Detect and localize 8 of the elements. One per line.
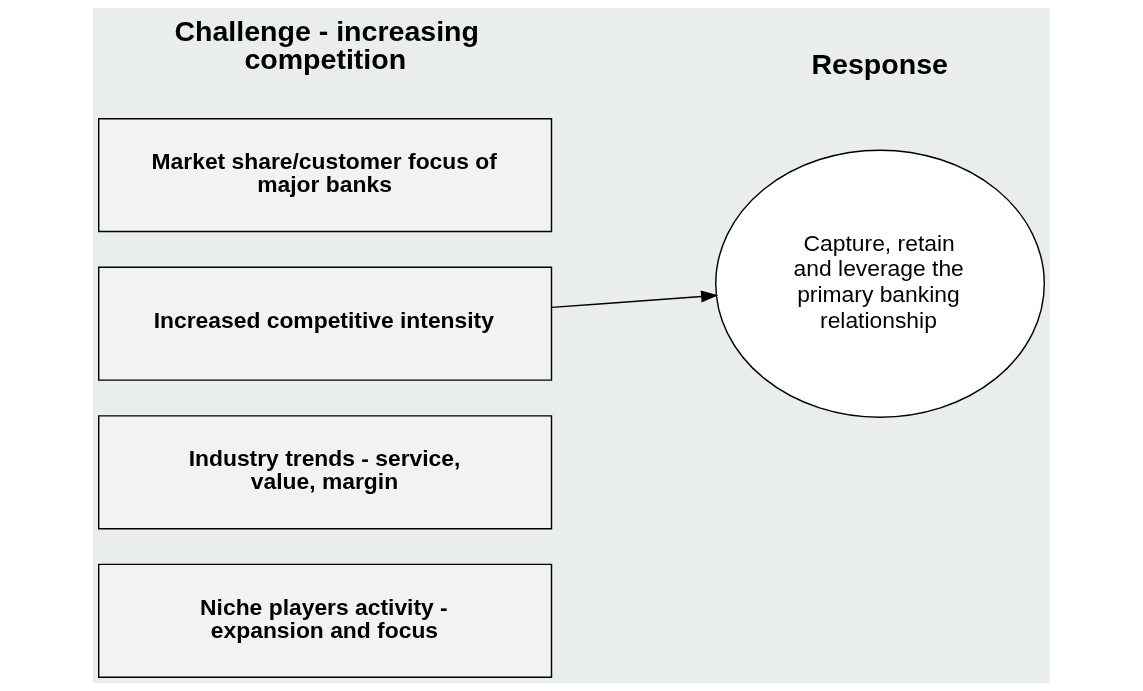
node-box: Market share/customer focus of major banks xyxy=(98,118,553,233)
label: Response xyxy=(811,47,948,80)
node-ellipse: Capture, retain and leverage the primary banking relationship xyxy=(715,149,1045,418)
node-box: Industry trends - service, value, margin xyxy=(98,415,553,530)
arrow xyxy=(551,290,719,309)
label: Challenge - increasing competition xyxy=(174,14,480,76)
node-box: Increased competitive intensity xyxy=(98,266,553,381)
node-box: Niche players activity - expansion and focus xyxy=(98,563,553,678)
